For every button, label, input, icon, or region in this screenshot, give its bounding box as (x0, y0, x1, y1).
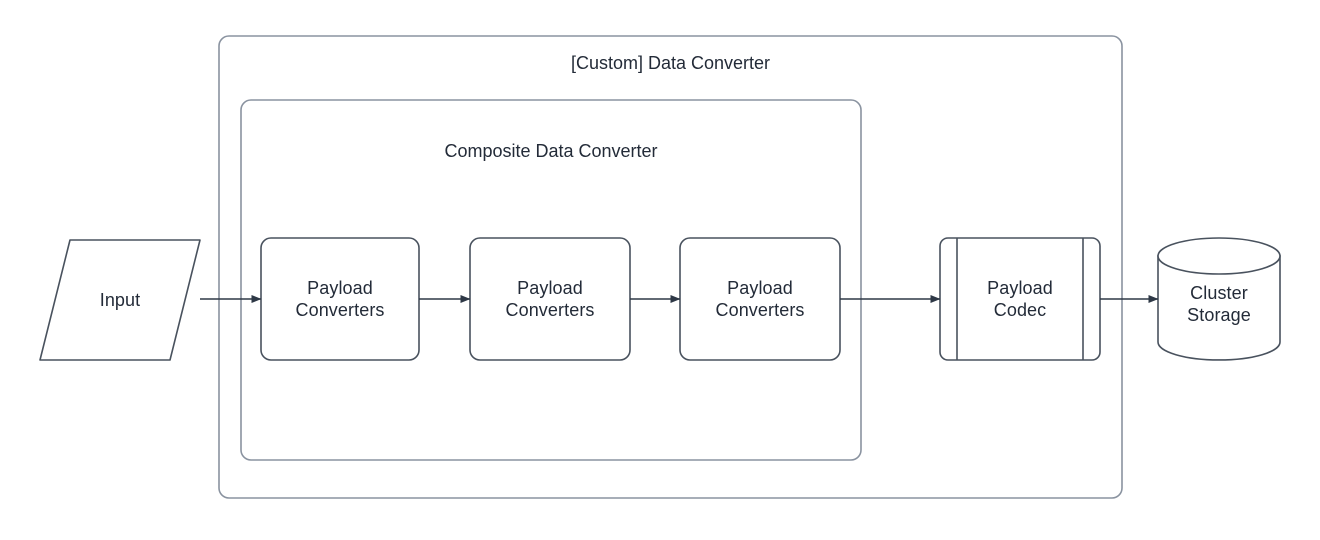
node-payload-codec-shape[interactable] (939, 237, 1101, 361)
node-payload-converters-3-shape[interactable] (679, 237, 841, 361)
node-payload-converters-2-shape[interactable] (469, 237, 631, 361)
group-title-composite-data-converter: Composite Data Converter (444, 141, 658, 161)
node-input-shape[interactable] (39, 239, 201, 361)
node-payload-converters-1-shape[interactable] (260, 237, 420, 361)
node-cluster-storage-shape[interactable] (1157, 237, 1281, 361)
group-title-custom-data-converter: [Custom] Data Converter (570, 53, 771, 73)
